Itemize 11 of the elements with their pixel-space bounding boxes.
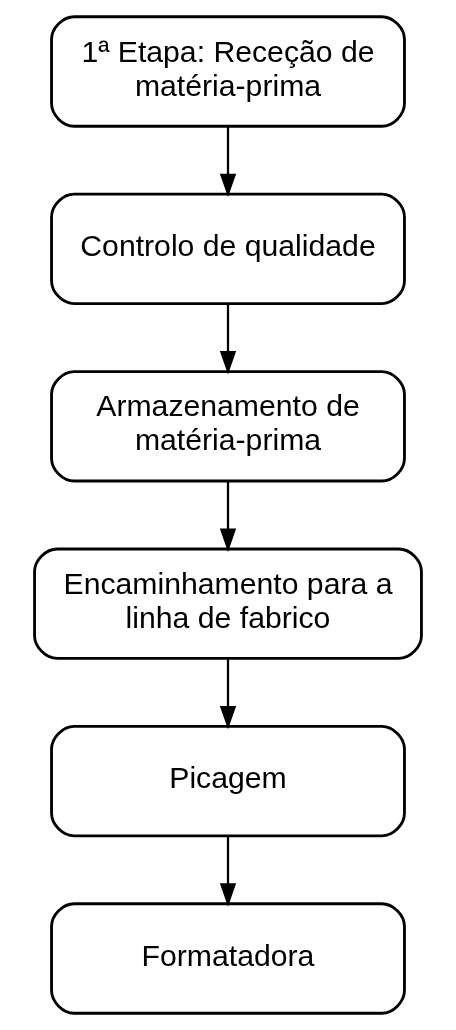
node-box: Formatadora [50,902,406,1015]
arrow [219,303,237,375]
node-box: Controlo de qualidade [50,192,406,306]
arrow [219,836,237,907]
arrow [219,481,237,552]
node-box: Encaminhamento para a linha de fabrico [33,547,423,660]
arrow [219,658,237,730]
arrow [219,126,237,198]
node-box: 1ª Etapa: Receção de matéria-prima [50,15,406,128]
node-box: Picagem [50,724,406,838]
node-box: Armazenamento de matéria-prima [50,370,406,483]
